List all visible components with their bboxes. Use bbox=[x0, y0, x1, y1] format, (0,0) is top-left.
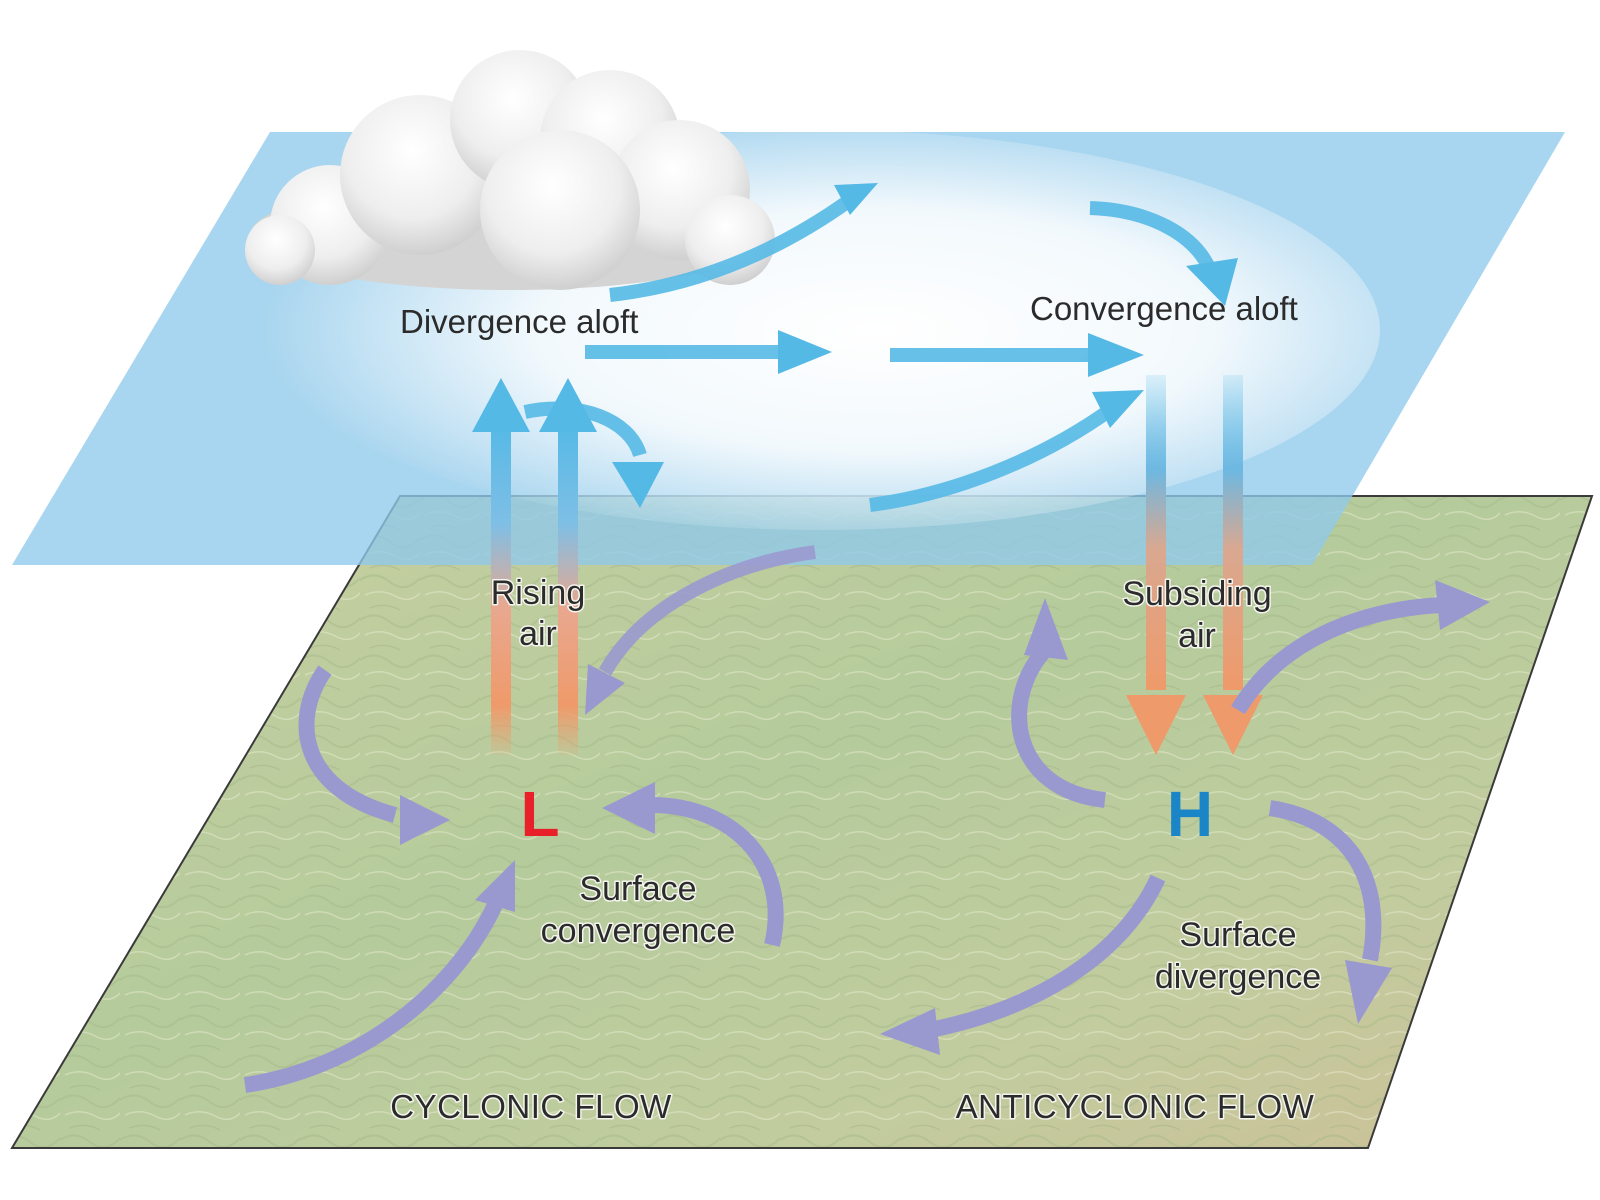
label-surface-convergence-line2: convergence bbox=[541, 912, 736, 950]
high-pressure-symbol: H bbox=[1167, 778, 1213, 850]
label-convergence-aloft: Convergence aloft bbox=[1030, 290, 1298, 327]
rising-air-arrows bbox=[472, 378, 597, 755]
cloud bbox=[245, 50, 775, 290]
label-rising-air-line1: Rising bbox=[491, 574, 585, 612]
surface-arrow-cyclonic-west bbox=[298, 665, 450, 845]
label-surface-convergence-line1: Surface bbox=[579, 870, 696, 908]
label-subsiding-air-line2: air bbox=[1178, 617, 1216, 655]
surface-arrow-anticyclonic-southwest bbox=[880, 874, 1166, 1055]
surface-arrow-anticyclonic-northeast bbox=[1231, 580, 1490, 715]
label-anticyclonic-flow: ANTICYCLONIC FLOW bbox=[956, 1088, 1315, 1125]
label-cyclonic-flow: CYCLONIC FLOW bbox=[390, 1088, 672, 1125]
low-pressure-symbol: L bbox=[520, 778, 559, 850]
surface-arrow-anticyclonic-southeast bbox=[1268, 800, 1392, 1024]
ground-plane bbox=[10, 495, 1594, 1149]
label-rising-air-line2: air bbox=[519, 615, 557, 653]
upper-arrow-east-2 bbox=[890, 333, 1144, 377]
upper-arrow-east-1 bbox=[585, 330, 832, 374]
label-surface-divergence-line2: divergence bbox=[1155, 958, 1321, 996]
label-divergence-aloft: Divergence aloft bbox=[400, 303, 638, 340]
label-subsiding-air-line1: Subsiding bbox=[1122, 575, 1271, 613]
surface-arrow-anticyclonic-northwest bbox=[1011, 598, 1107, 808]
upper-arrow-diverge-ne bbox=[609, 183, 878, 302]
label-surface-divergence-line1: Surface bbox=[1179, 916, 1296, 954]
upper-arrow-converge-ne bbox=[869, 390, 1144, 512]
surface-arrow-cyclonic-southwest bbox=[243, 860, 515, 1093]
subsiding-air-arrows bbox=[1126, 375, 1263, 755]
upper-arrow-converge-curl bbox=[1089, 201, 1238, 306]
surface-arrow-cyclonic-north bbox=[585, 545, 816, 715]
surface-arrow-cyclonic-east bbox=[602, 782, 784, 947]
upper-arrow-diverge-curl bbox=[523, 401, 664, 508]
